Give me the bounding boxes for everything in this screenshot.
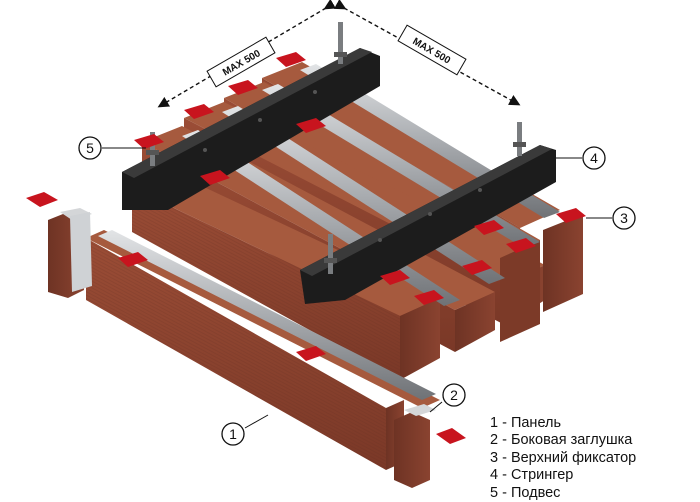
hanger-rod — [513, 122, 526, 156]
callout-1: 1 — [221, 414, 269, 446]
callout-number: 4 — [590, 150, 598, 166]
callout-number: 3 — [620, 210, 628, 226]
loose-panel — [86, 230, 440, 470]
callout-4: 4 — [556, 146, 606, 170]
callout-5: 5 — [78, 136, 146, 160]
legend-item-end-cap: 2 - Боковая заглушка — [490, 432, 633, 449]
callout-number: 2 — [450, 387, 458, 403]
parts-legend: 1 - Панель 2 - Боковая заглушка 3 - Верх… — [490, 415, 636, 502]
legend-item-top-fixator: 3 - Верхний фиксатор — [490, 449, 637, 466]
stringer-front — [300, 145, 556, 304]
side-end-cap-left — [26, 192, 92, 298]
callout-3: 3 — [586, 206, 636, 230]
panel-end-faces — [500, 214, 583, 342]
callout-number: 5 — [86, 140, 94, 156]
hanger-rod — [324, 234, 337, 274]
callout-number: 1 — [229, 426, 237, 442]
side-end-cap-right — [394, 404, 466, 488]
callout-2: 2 — [429, 383, 466, 413]
legend-item-hanger: 5 - Подвес — [490, 484, 561, 501]
legend-item-panel: 1 - Панель — [490, 415, 562, 431]
hanger-rod — [146, 132, 159, 166]
legend-item-stringer: 4 - Стрингер — [490, 467, 574, 484]
